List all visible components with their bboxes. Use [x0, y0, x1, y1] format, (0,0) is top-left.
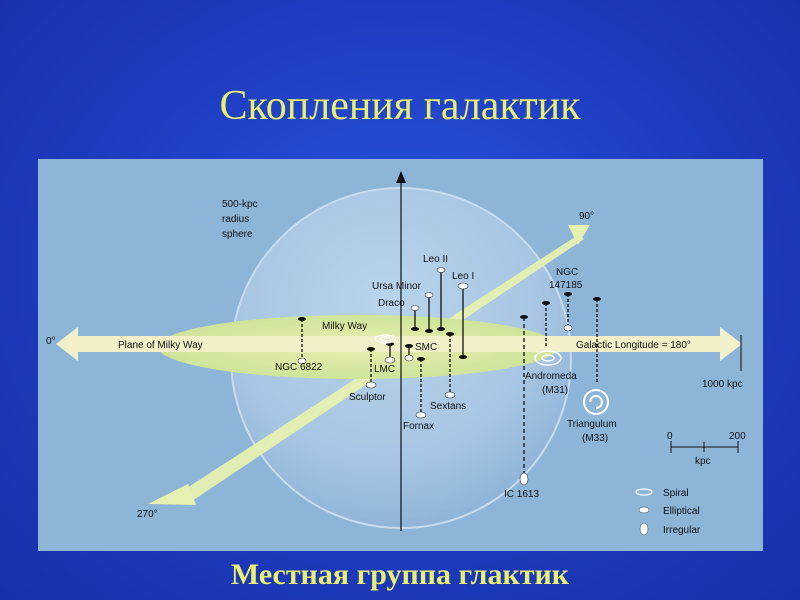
cap-smc [405, 344, 413, 348]
galaxy-symbols [297, 267, 573, 486]
axis-arrowhead-270 [148, 484, 196, 505]
cap-sculptor [367, 347, 375, 351]
local-group-diagram: 500-kpc radius sphere 0° 90° 270° Plane … [38, 159, 763, 551]
sphere-label-2: radius [222, 214, 249, 225]
scale-min: 0 [667, 431, 673, 442]
plane-label: Plane of Milky Way [118, 340, 203, 351]
label-smc: SMC [415, 342, 437, 353]
label-fornax: Fornax [403, 421, 434, 432]
symbol-leo-i [457, 282, 469, 290]
symbol-ngc6822 [297, 357, 307, 365]
symbol-smc [404, 354, 414, 362]
axis-arrowhead-90 [568, 225, 590, 245]
angle-90-label: 90° [579, 211, 594, 222]
cap-sextans [446, 332, 454, 336]
label-leo-i: Leo I [452, 271, 474, 282]
legend-irregular: Irregular [663, 525, 701, 536]
plane-arrow-shaft [70, 336, 730, 352]
cap-ic1613 [520, 315, 528, 319]
angle-270-label: 270° [137, 509, 158, 520]
label-milky-way: Milky Way [322, 321, 367, 332]
label-ngc6822: NGC 6822 [275, 362, 323, 373]
galaxy-marker-caps [298, 292, 601, 361]
label-triangulum: Triangulum [567, 419, 617, 430]
symbol-sextans [444, 391, 456, 399]
label-ursa-minor: Ursa Minor [372, 281, 422, 292]
symbol-fornax [415, 411, 427, 419]
label-ic1613: IC 1613 [504, 489, 539, 500]
symbol-lmc [384, 356, 396, 364]
scale-bar [670, 441, 739, 453]
milky-way-spiral-icon [374, 334, 396, 344]
label-lmc: LMC [374, 364, 395, 375]
label-andromeda-m31: (M31) [542, 385, 568, 396]
label-sculptor: Sculptor [349, 392, 386, 403]
symbol-ic1613 [519, 472, 529, 486]
sphere-label-3: sphere [222, 229, 253, 240]
cap-triangulum [593, 297, 601, 301]
label-sextans: Sextans [430, 401, 466, 412]
local-group-svg: 500-kpc radius sphere 0° 90° 270° Plane … [46, 171, 746, 536]
label-draco: Draco [378, 298, 405, 309]
scale-unit: kpc [695, 456, 711, 467]
cap-draco [411, 327, 419, 331]
symbol-ursa-minor [424, 292, 434, 298]
slide-title: Скопления галактик [219, 83, 581, 129]
symbol-draco [410, 305, 420, 311]
triangulum-spiral-icon [583, 389, 609, 415]
plane-arrow-left-head [56, 327, 78, 361]
label-andromeda: Andromeda [525, 371, 577, 382]
angle-0-label: 0° [46, 336, 56, 347]
symbol-leo-ii [436, 267, 446, 273]
label-ngc: NGC [556, 267, 578, 278]
cap-ngc147185 [564, 292, 572, 296]
label-leo-ii: Leo II [423, 254, 448, 265]
vertical-axis-head [396, 171, 406, 183]
plane-arrow-right-head [720, 327, 742, 361]
sphere-label-1: 500-kpc [222, 199, 258, 210]
cap-leo-i [459, 355, 467, 359]
legend-spiral: Spiral [663, 488, 689, 499]
slide-caption: Местная группа глактик [230, 558, 570, 591]
cap-ngc6822 [298, 317, 306, 321]
cap-fornax [417, 357, 425, 361]
cap-andromeda [542, 301, 550, 305]
scale-max: 200 [729, 431, 746, 442]
legend-elliptical: Elliptical [663, 506, 700, 517]
label-triangulum-m33: (M33) [582, 433, 608, 444]
andromeda-spiral-icon [534, 350, 562, 366]
symbol-ngc147185 [563, 324, 573, 332]
legend-symbols [635, 488, 653, 536]
label-ngc-number: 147185 [549, 280, 583, 291]
legend-spiral-icon [635, 488, 653, 496]
legend-elliptical-icon [638, 506, 650, 514]
legend-irregular-icon [639, 522, 649, 536]
cap-ursa-minor [425, 329, 433, 333]
cap-leo-ii [437, 327, 445, 331]
distance-label: 1000 kpc [702, 379, 743, 390]
longitude-label: Galactic Longitude = 180° [576, 340, 691, 351]
symbol-sculptor [365, 381, 377, 389]
